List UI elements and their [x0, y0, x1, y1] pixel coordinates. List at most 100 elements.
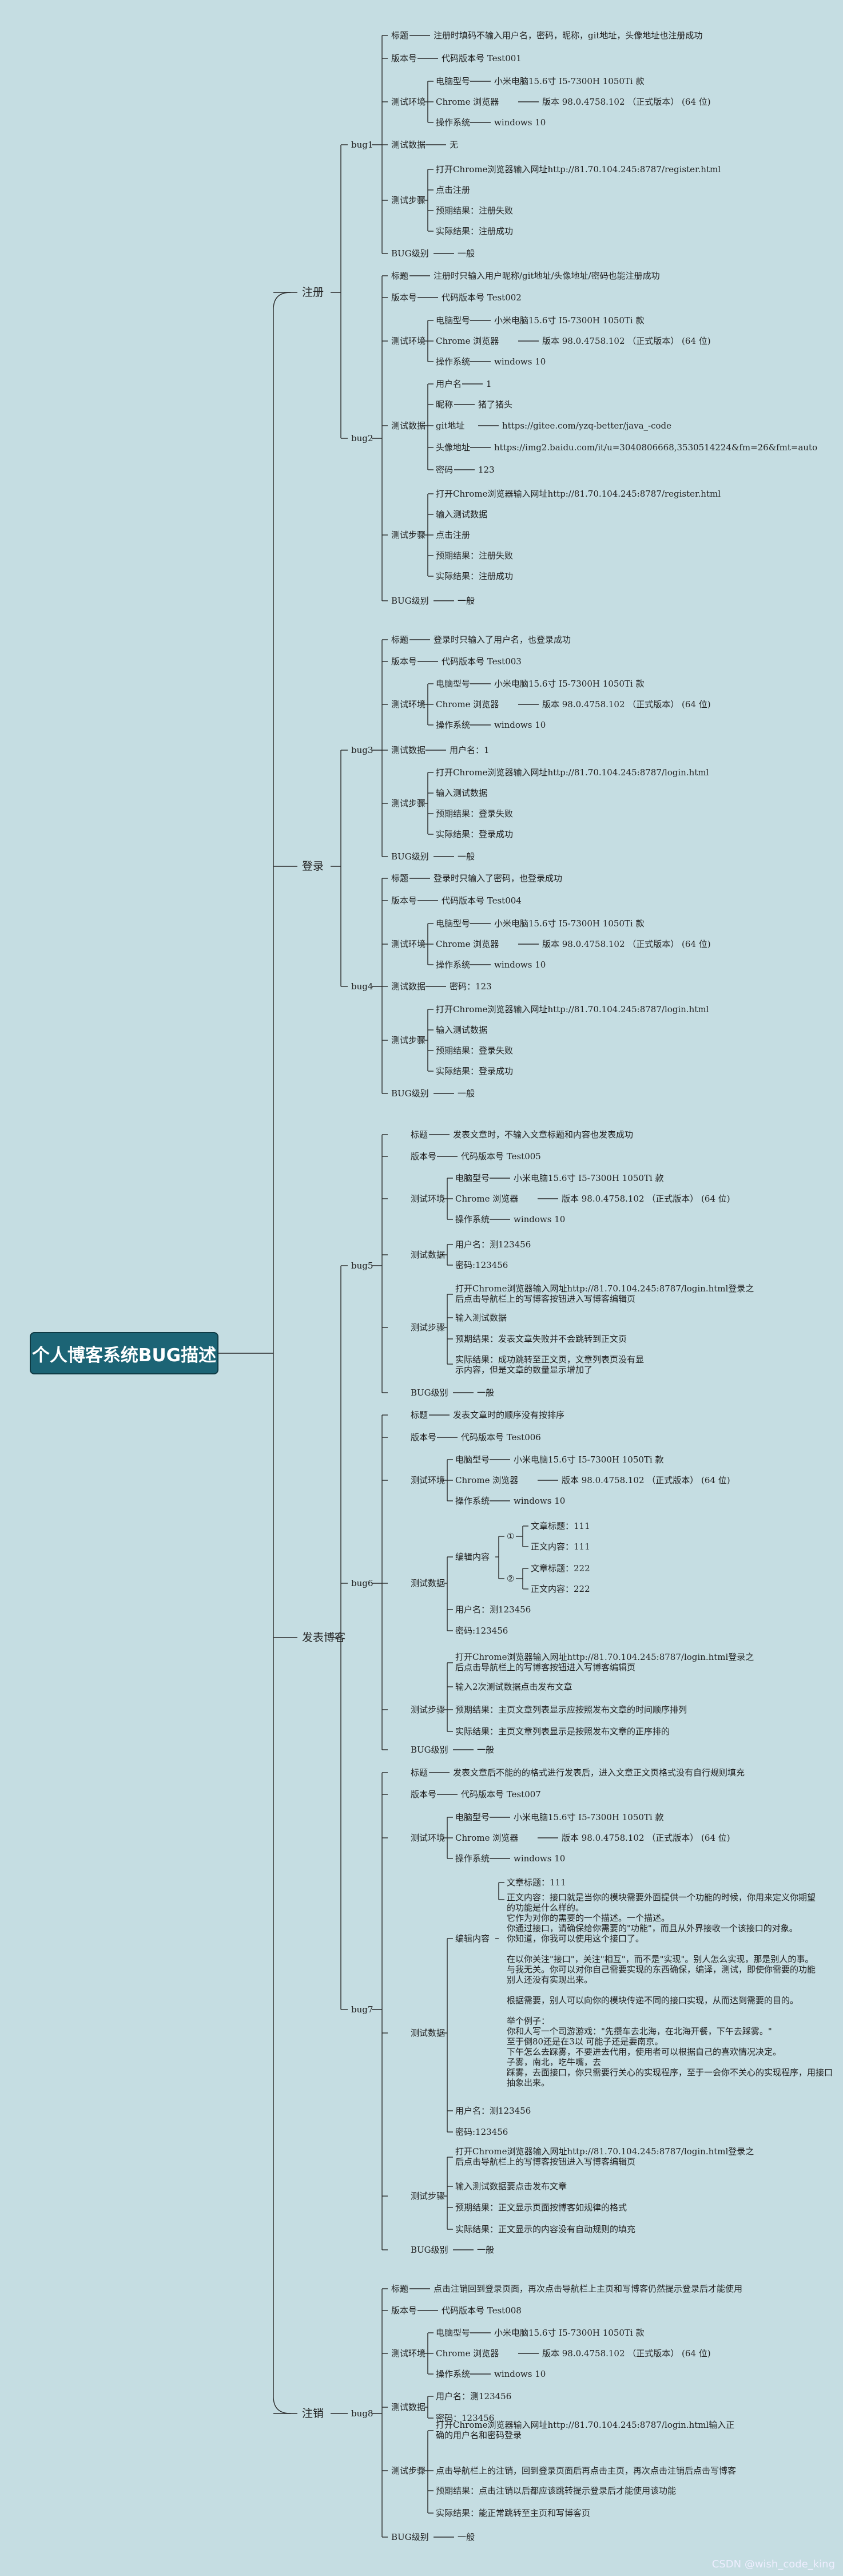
test-field-value: 1 [486, 379, 492, 389]
bracket-line [273, 292, 291, 2414]
bug-version-key: 版本号 [391, 53, 417, 64]
test-steps-item: 预期结果：登录失败 [436, 1045, 514, 1056]
test-field-value: 123 [478, 465, 495, 475]
test-field-key: 密码 [436, 465, 454, 475]
test-steps-label: 测试步骤 [391, 798, 426, 809]
test-steps-item: 打开Chrome浏览器输入网址http://81.70.104.245:8787… [436, 489, 721, 499]
bug-4: bug4 [351, 981, 373, 992]
browser-version-key: Chrome 浏览器 [436, 97, 499, 107]
os-version-value: windows 10 [514, 1853, 566, 1864]
test-data-item: 用户名：测123456 [455, 1604, 531, 1615]
browser-version-key: Chrome 浏览器 [455, 1475, 519, 1485]
test-steps-item: 输入测试数据要点击发布文章 [455, 2181, 567, 2191]
bug-version-key: 版本号 [411, 1151, 437, 1162]
test-steps-label: 测试步骤 [391, 530, 426, 540]
test-steps-label: 测试步骤 [411, 2191, 446, 2201]
env-label: 测试环境 [391, 336, 426, 346]
computer-model-key: 电脑型号 [436, 315, 471, 326]
computer-model-value: 小米电脑15.6寸 I5-7300H 1050Ti 款 [514, 1812, 664, 1822]
bug-8: bug8 [351, 2408, 373, 2419]
test-data-label: 测试数据 [411, 1578, 446, 1588]
bug-title-key: 标题 [411, 1130, 428, 1140]
browser-version-value: 版本 98.0.4758.102 （正式版本） (64 位) [542, 939, 711, 949]
test-steps-item: 输入测试数据 [436, 1025, 488, 1035]
bug-level-value: 一般 [477, 2245, 495, 2255]
bug-version-value: 代码版本号 Test002 [442, 292, 522, 303]
bug-level-value: 一般 [458, 851, 475, 862]
bug-version-value: 代码版本号 Test001 [442, 53, 522, 64]
os-version-key: 操作系统 [455, 1496, 490, 1506]
test-field-key: git地址 [436, 421, 465, 431]
os-version-key: 操作系统 [436, 356, 471, 367]
bug-version-key: 版本号 [391, 895, 417, 906]
test-steps-item: 打开Chrome浏览器输入网址http://81.70.104.245:8787… [436, 2420, 735, 2440]
test-steps-item: 实际结果：登录成功 [436, 1066, 514, 1076]
computer-model-value: 小米电脑15.6寸 I5-7300H 1050Ti 款 [494, 918, 645, 929]
bug-level-value: 一般 [477, 1388, 495, 1398]
env-label: 测试环境 [411, 1833, 446, 1843]
test-data-item: 密码:123456 [455, 2127, 508, 2137]
computer-model-value: 小米电脑15.6寸 I5-7300H 1050Ti 款 [494, 2328, 645, 2338]
test-steps-item: 打开Chrome浏览器输入网址http://81.70.104.245:8787… [436, 767, 709, 778]
bug-title-value: 登录时只输入了用户名，也登录成功 [434, 635, 571, 645]
computer-model-key: 电脑型号 [436, 679, 471, 689]
bug-title-value: 发表文章后不能的的格式进行发表后，进入文章正文页格式没有自行规则填充 [453, 1767, 745, 1778]
test-steps-item: 预期结果：注册失败 [436, 205, 514, 216]
test-steps-item: 实际结果：登录成功 [436, 829, 514, 839]
test-field-key: 昵称 [436, 399, 454, 410]
test-data-label: 测试数据 [411, 2028, 446, 2038]
computer-model-key: 电脑型号 [455, 1173, 490, 1183]
os-version-key: 操作系统 [455, 1853, 490, 1864]
bug-level-key: BUG级别 [391, 2532, 429, 2542]
os-version-value: windows 10 [494, 960, 546, 970]
test-steps-item: 点击导航栏上的注销，回到登录页面后再点击主页，再次点击注销后点击写博客 [436, 2466, 737, 2476]
watermark: CSDN @wish_code_king [711, 2558, 835, 2570]
computer-model-key: 电脑型号 [436, 2328, 471, 2338]
test-steps-item: 预期结果：发表文章失败并不会跳转到正文页 [455, 1334, 627, 1344]
browser-version-value: 版本 98.0.4758.102 （正式版本） (64 位) [542, 2348, 711, 2359]
test-data-item: 用户名：测123456 [455, 2106, 531, 2116]
test-data-key: 测试数据 [391, 745, 426, 755]
os-version-value: windows 10 [494, 117, 546, 128]
bug-1: bug1 [351, 140, 373, 150]
article-body: 正文内容：222 [531, 1584, 590, 1594]
computer-model-value: 小米电脑15.6寸 I5-7300H 1050Ti 款 [494, 679, 645, 689]
test-data-label: 测试数据 [411, 1250, 446, 1260]
bug-version-key: 版本号 [411, 1789, 437, 1800]
bug-level-key: BUG级别 [411, 1745, 448, 1755]
bug-title-value: 登录时只输入了密码，也登录成功 [434, 873, 563, 883]
bug-title-key: 标题 [391, 873, 409, 883]
test-data-label: 测试数据 [391, 421, 426, 431]
section-3: 发表博客 [302, 1631, 346, 1644]
bug-version-value: 代码版本号 Test006 [461, 1432, 541, 1442]
bug-title-value: 注册时填码不输入用户名，密码，昵称，git地址，头像地址也注册成功 [434, 30, 703, 41]
bug-version-key: 版本号 [391, 292, 417, 303]
bug-level-key: BUG级别 [391, 851, 429, 862]
bug-title-key: 标题 [411, 1767, 428, 1778]
browser-version-value: 版本 98.0.4758.102 （正式版本） (64 位) [542, 97, 711, 107]
computer-model-value: 小米电脑15.6寸 I5-7300H 1050Ti 款 [494, 76, 645, 86]
article-body: 正文内容：111 [531, 1541, 590, 1552]
test-steps-item: 点击注册 [436, 185, 471, 195]
test-steps-item: 实际结果：正文显示的内容没有自动规则的填充 [455, 2224, 636, 2234]
article-title: 文章标题：111 [531, 1521, 590, 1531]
browser-version-key: Chrome 浏览器 [455, 1194, 519, 1204]
os-version-key: 操作系统 [436, 720, 471, 730]
test-steps-item: 预期结果：正文显示页面按博客如规律的格式 [455, 2202, 627, 2213]
bug-6: bug6 [351, 1578, 373, 1588]
browser-version-key: Chrome 浏览器 [436, 2348, 499, 2359]
bug-level-value: 一般 [458, 2532, 475, 2542]
test-steps-item: 实际结果：主页文章列表显示是按照发布文章的正序排的 [455, 1726, 670, 1737]
bug-version-value: 代码版本号 Test003 [442, 656, 522, 667]
bug-level-value: 一般 [458, 248, 475, 259]
computer-model-value: 小米电脑15.6寸 I5-7300H 1050Ti 款 [514, 1173, 664, 1183]
browser-version-value: 版本 98.0.4758.102 （正式版本） (64 位) [562, 1194, 730, 1204]
bug-level-key: BUG级别 [411, 2245, 448, 2255]
article-title: 文章标题：222 [531, 1563, 590, 1574]
os-version-value: windows 10 [494, 356, 546, 367]
test-steps-label: 测试步骤 [391, 2466, 426, 2476]
bug-level-key: BUG级别 [391, 1088, 429, 1099]
bug-title-key: 标题 [391, 271, 409, 281]
bug-title-key: 标题 [391, 635, 409, 645]
bug-title-value: 注册时只输入用户昵称/git地址/头像地址/密码也能注册成功 [434, 271, 660, 281]
